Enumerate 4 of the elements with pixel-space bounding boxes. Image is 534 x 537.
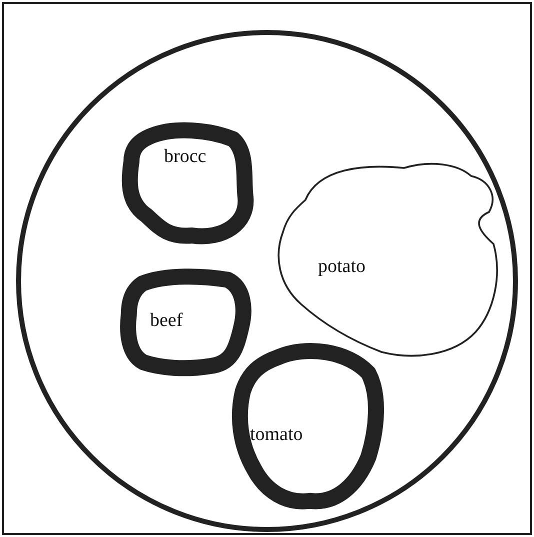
food-label: beef [150, 310, 183, 332]
food-label: potato [318, 256, 366, 278]
food-label: brocc [164, 146, 206, 168]
food-label: tomato [250, 424, 303, 446]
